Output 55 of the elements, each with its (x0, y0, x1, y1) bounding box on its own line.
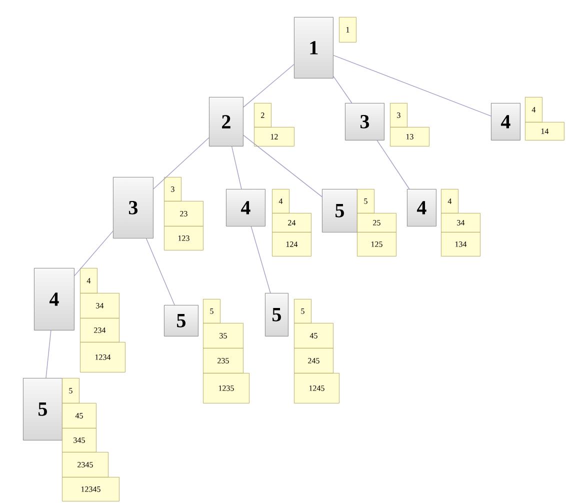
tree-node-box: 2 (209, 97, 244, 146)
subset-tag: 245 (294, 348, 334, 374)
subset-tag: 3 (390, 103, 408, 128)
subset-tag: 34 (441, 213, 480, 232)
subset-tag: 25 (357, 213, 396, 232)
subset-tag: 3 (164, 177, 182, 202)
subset-tag: 14 (525, 122, 564, 140)
connector-line (46, 330, 52, 378)
tree-node-box: 5 (164, 305, 198, 336)
subset-tag: 123 (164, 226, 204, 250)
subset-tag: 12 (254, 127, 294, 146)
tree-node-box: 1 (294, 17, 334, 78)
subset-tag: 5 (294, 299, 312, 324)
subset-tag: 5 (203, 299, 220, 324)
tree-node-box: 4 (34, 268, 74, 330)
subset-tag: 134 (441, 232, 480, 256)
subset-tag: 2345 (62, 452, 108, 478)
subset-tag: 1235 (203, 373, 250, 404)
tree-node-box: 5 (23, 378, 62, 440)
subset-tag: 345 (62, 428, 96, 452)
connector-line (333, 76, 352, 104)
subset-tag: 2 (254, 103, 272, 128)
tree-node-box: 5 (265, 293, 288, 336)
subset-tag: 4 (272, 189, 290, 214)
subset-tag: 5 (62, 378, 80, 404)
connector-line (376, 140, 410, 190)
tree-node-box: 3 (345, 103, 384, 140)
subset-tag: 1245 (294, 373, 340, 404)
subset-tag: 234 (80, 318, 120, 342)
subset-tag: 125 (357, 232, 396, 256)
connector-line (333, 54, 492, 116)
subset-tag: 12345 (62, 477, 120, 502)
connector-line (243, 64, 294, 108)
subset-tag: 13 (390, 127, 430, 146)
subset-tag: 45 (62, 403, 96, 428)
connector-line (243, 134, 322, 198)
connector-line (74, 230, 114, 276)
subset-tag: 1 (339, 17, 356, 42)
subset-tag: 24 (272, 213, 312, 232)
subset-tag: 5 (357, 189, 374, 214)
tree-node-box: 4 (491, 103, 520, 140)
connector-line (146, 238, 175, 306)
connector-line (153, 137, 210, 190)
connector-line (250, 226, 271, 294)
tree-node-box: 5 (322, 189, 358, 232)
subset-tag: 4 (441, 189, 458, 214)
tree-node-box: 3 (113, 177, 154, 238)
subset-tag: 124 (272, 232, 312, 256)
subset-tag: 235 (203, 348, 244, 374)
subset-tag: 1234 (80, 342, 126, 372)
subset-tag: 4 (80, 268, 98, 294)
tree-node-box: 4 (226, 189, 266, 226)
connector-line (231, 146, 242, 190)
tree-node-box: 4 (407, 189, 436, 226)
subset-tag: 4 (525, 97, 542, 122)
